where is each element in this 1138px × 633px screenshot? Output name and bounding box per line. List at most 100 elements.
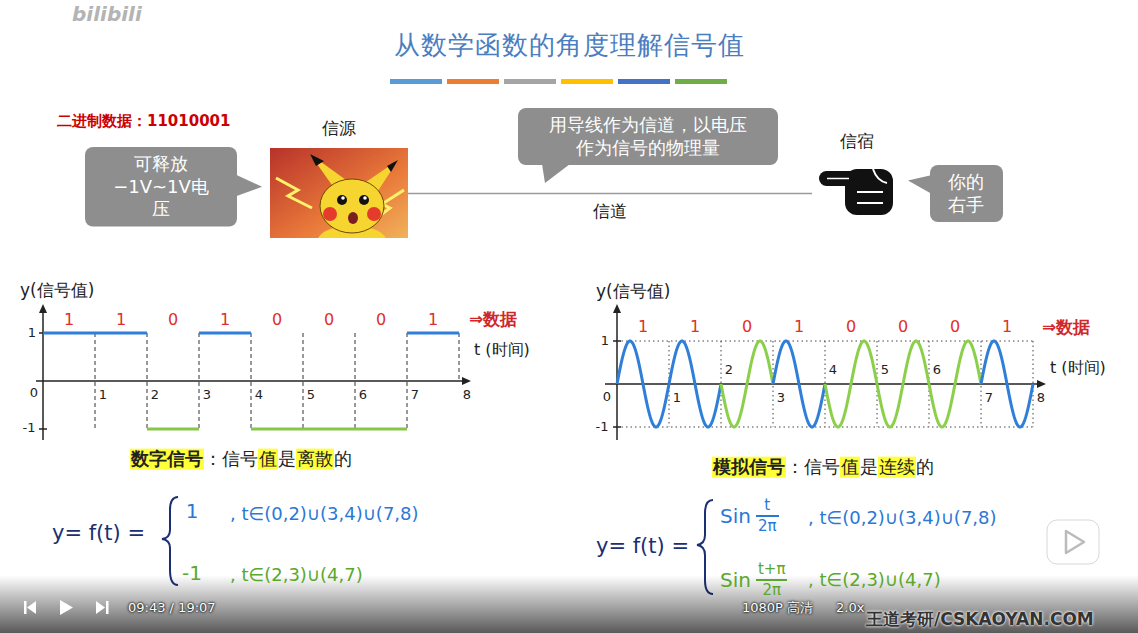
signal-definition: ：信号 (204, 449, 258, 470)
button-face (1047, 520, 1099, 564)
axis-label: y(信号值) (596, 282, 670, 302)
prev-icon (24, 601, 27, 614)
ear-tip (387, 160, 398, 172)
axis-arrow (1037, 380, 1046, 388)
digital-signal-level (147, 428, 199, 431)
thumb-line (873, 169, 887, 183)
finger-line (857, 202, 883, 204)
tick-label: 1 (99, 388, 107, 403)
tick-label: 5 (881, 363, 889, 378)
play-overlay-button (1047, 520, 1099, 564)
slide-title: 从数学函数的角度理解信号值 (0, 28, 1138, 63)
player-time: 09:43 / 19:07 (128, 601, 216, 616)
pikachu-picture (270, 148, 408, 238)
edge-label: 信道 (590, 200, 630, 223)
formula-value: Sint2π (720, 497, 779, 535)
fist (845, 169, 893, 215)
digital-signal-level (303, 428, 355, 431)
tick-label: 3 (203, 388, 211, 403)
channel-wire (408, 193, 812, 195)
analog-wave (721, 341, 773, 427)
player-speed: 2.0x (836, 601, 864, 616)
tick-label: 1 (673, 391, 681, 406)
tick-label: 4 (829, 363, 837, 378)
cheek (323, 207, 337, 221)
digital-signal-level (95, 332, 147, 335)
formula: y= f(t) = (52, 521, 145, 545)
watermark: 王道考研/CSKAOYAN.COM (866, 610, 1094, 630)
bit-digit: 0 (846, 318, 856, 336)
dashed-guide (407, 333, 408, 429)
tick-label: 2 (151, 388, 159, 403)
fraction-bar (756, 515, 779, 517)
bit-digit: 1 (428, 311, 438, 329)
tick-label: 2 (725, 363, 733, 378)
finger-line (827, 178, 849, 180)
formula-value: -1 (182, 562, 202, 585)
signal-definition: 离散 (296, 449, 334, 470)
formula-domain: , t∈(0,2)∪(3,4)∪(7,8) (230, 504, 419, 525)
signal-definition: 是 (860, 457, 878, 478)
dashed-guide (199, 333, 200, 429)
tick-label: 3 (203, 388, 211, 403)
tick-label: 8 (463, 388, 471, 403)
formula-value: 1 (186, 500, 199, 523)
color-bar (447, 79, 499, 84)
digital-signal-level (355, 428, 407, 431)
signal-definition: 模拟信号：信号值是连续的 (712, 457, 934, 478)
play-icon (1066, 531, 1084, 553)
axis-label: y(信号值) (20, 281, 94, 301)
tick-label: 4 (829, 363, 837, 378)
data-arrow-label: ⇒数据 (469, 310, 517, 330)
analog-wave (773, 341, 825, 427)
watermark-logo: bilibili (72, 3, 142, 26)
callout-tail (542, 164, 570, 183)
analog-wave (617, 341, 669, 427)
axis-arrow (613, 304, 621, 313)
callout-tail (908, 175, 931, 193)
callout-bubble: 可释放 −1V~1V电压 (85, 147, 237, 227)
color-bar (618, 79, 670, 84)
signal-definition: 值 (258, 449, 278, 470)
bit-digit: 0 (324, 311, 334, 329)
pointing-hand-icon (817, 161, 897, 221)
callout-tail (236, 175, 262, 196)
tick-label: 7 (411, 388, 419, 403)
tick-label: 7 (985, 391, 993, 406)
bit-digit: 1 (690, 318, 700, 336)
bit-digit: 0 (376, 311, 386, 329)
formula: y= f(t) = (596, 534, 689, 558)
player-bar (0, 575, 1138, 633)
binary-data: 二进制数据：11010001 (57, 113, 231, 130)
formula-domain: , t∈(0,2)∪(3,4)∪(7,8) (808, 508, 997, 529)
fraction-part: t (762, 497, 772, 514)
data-arrow-label: ⇒数据 (1042, 318, 1090, 338)
mouth (348, 212, 358, 224)
axis-label: t (时间) (474, 341, 530, 359)
tick-label: 0 (30, 386, 38, 401)
callout-text: 用导线作为信道，以电压 作为信号的物理量 (546, 114, 749, 159)
signal-curves (43, 333, 1033, 429)
bit-digit: 0 (324, 311, 334, 329)
axis-arrow (462, 377, 471, 385)
player-controls (24, 600, 109, 615)
bit-digit: 1 (794, 318, 804, 336)
cheek (367, 207, 381, 221)
formula-value: 1 (186, 500, 199, 523)
digital-signal-level (407, 332, 459, 335)
signal-definition: 是 (278, 449, 296, 470)
player-time: 09:43 / 19:07 (128, 601, 216, 616)
axis-tick (39, 428, 47, 430)
tick-label: 2 (725, 363, 733, 378)
bit-digit: 1 (220, 311, 230, 329)
node-heading: 信宿 (812, 131, 902, 151)
dashed-guide (303, 333, 304, 429)
signal-definition: 的 (334, 449, 352, 470)
tick-label: 6 (359, 388, 367, 403)
eye-shine (363, 197, 367, 201)
signal-definition: 数字信号 (130, 449, 204, 470)
fraction-part: t+π (756, 561, 787, 578)
formula-domain: , t∈(2,3)∪(4,7) (808, 570, 941, 591)
bit-digit: 1 (638, 318, 648, 336)
bit-digit: 0 (950, 318, 960, 336)
